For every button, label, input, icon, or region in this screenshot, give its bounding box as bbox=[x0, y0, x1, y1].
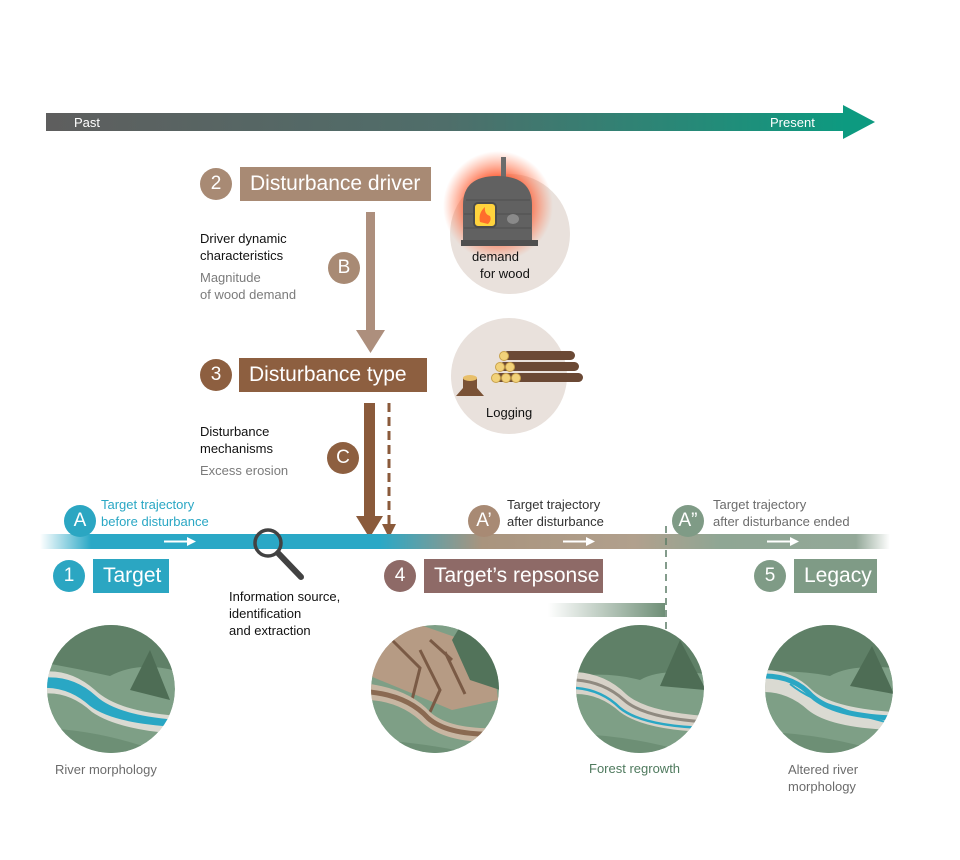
dashed-arrow-type-to-response bbox=[382, 403, 396, 538]
step-2-badge: 2 bbox=[200, 168, 232, 200]
oven-caption-2: for wood bbox=[480, 266, 530, 281]
step-4-badge: 4 bbox=[384, 560, 416, 592]
disturbance-mechanisms-title-2: mechanisms bbox=[200, 441, 273, 456]
step-5-badge: 5 bbox=[754, 560, 786, 592]
driver-dynamic-sub-1: Magnitude bbox=[200, 270, 261, 285]
trajectory-a-double-prime-badge: A” bbox=[672, 505, 704, 537]
forest-regrowth-caption: Forest regrowth bbox=[589, 761, 681, 776]
band-direction-arrows bbox=[164, 537, 799, 546]
altered-river-caption-2: morphology bbox=[788, 779, 856, 794]
trajectory-a-double-prime-line-2: after disturbance ended bbox=[713, 514, 850, 529]
trajectory-a-prime-badge: A’ bbox=[468, 505, 500, 537]
disturbance-driver-box: Disturbance driver bbox=[240, 167, 431, 201]
forest-regrowth-panel bbox=[576, 625, 704, 753]
timeline-past-label: Past bbox=[74, 115, 101, 130]
river-morphology-panel bbox=[47, 625, 175, 753]
regrowth-bar bbox=[548, 526, 667, 655]
altered-river-caption-1: Altered river bbox=[788, 762, 859, 777]
disturbance-type-box: Disturbance type bbox=[239, 358, 427, 392]
logging-caption: Logging bbox=[486, 405, 533, 420]
altered-river-panel bbox=[765, 625, 893, 753]
oven-caption-1: demand bbox=[472, 249, 519, 264]
erosion-panel bbox=[371, 625, 499, 753]
trajectory-band bbox=[40, 534, 890, 549]
trajectory-a-prime-line-1: Target trajectory bbox=[507, 497, 601, 512]
magnifier-icon bbox=[253, 528, 304, 580]
step-3-badge: 3 bbox=[200, 359, 232, 391]
trajectory-a-badge: A bbox=[64, 505, 96, 537]
driver-dynamic-title-1: Driver dynamic bbox=[200, 231, 287, 246]
driver-dynamic-title-2: characteristics bbox=[200, 248, 284, 263]
logging-illustration bbox=[451, 318, 583, 434]
disturbance-mechanisms-sub: Excess erosion bbox=[200, 463, 289, 478]
driver-dynamic-sub-2: of wood demand bbox=[200, 287, 297, 302]
link-b-badge: B bbox=[328, 252, 360, 284]
info-source-line-2: identification bbox=[229, 606, 302, 621]
info-source-line-3: and extraction bbox=[229, 623, 311, 638]
trajectory-a-prime-line-2: after disturbance bbox=[507, 514, 604, 529]
timeline-present-label: Present bbox=[770, 115, 815, 130]
trajectory-a-line-1: Target trajectory bbox=[101, 497, 195, 512]
legacy-box: Legacy bbox=[794, 559, 877, 593]
trajectory-a-double-prime-line-1: Target trajectory bbox=[713, 497, 807, 512]
river-morphology-caption: River morphology bbox=[55, 762, 157, 777]
step-1-badge: 1 bbox=[53, 560, 85, 592]
arrow-type-to-response bbox=[356, 403, 383, 538]
link-c-badge: C bbox=[327, 442, 359, 474]
target-response-box: Target’s repsonse bbox=[424, 559, 603, 593]
oven-illustration bbox=[443, 151, 570, 294]
disturbance-mechanisms-title-1: Disturbance bbox=[200, 424, 270, 439]
arrow-driver-to-type bbox=[356, 212, 385, 353]
timeline-arrow bbox=[46, 105, 875, 139]
target-box: Target bbox=[93, 559, 169, 593]
info-source-line-1: Information source, bbox=[229, 589, 341, 604]
trajectory-a-line-2: before disturbance bbox=[101, 514, 209, 529]
